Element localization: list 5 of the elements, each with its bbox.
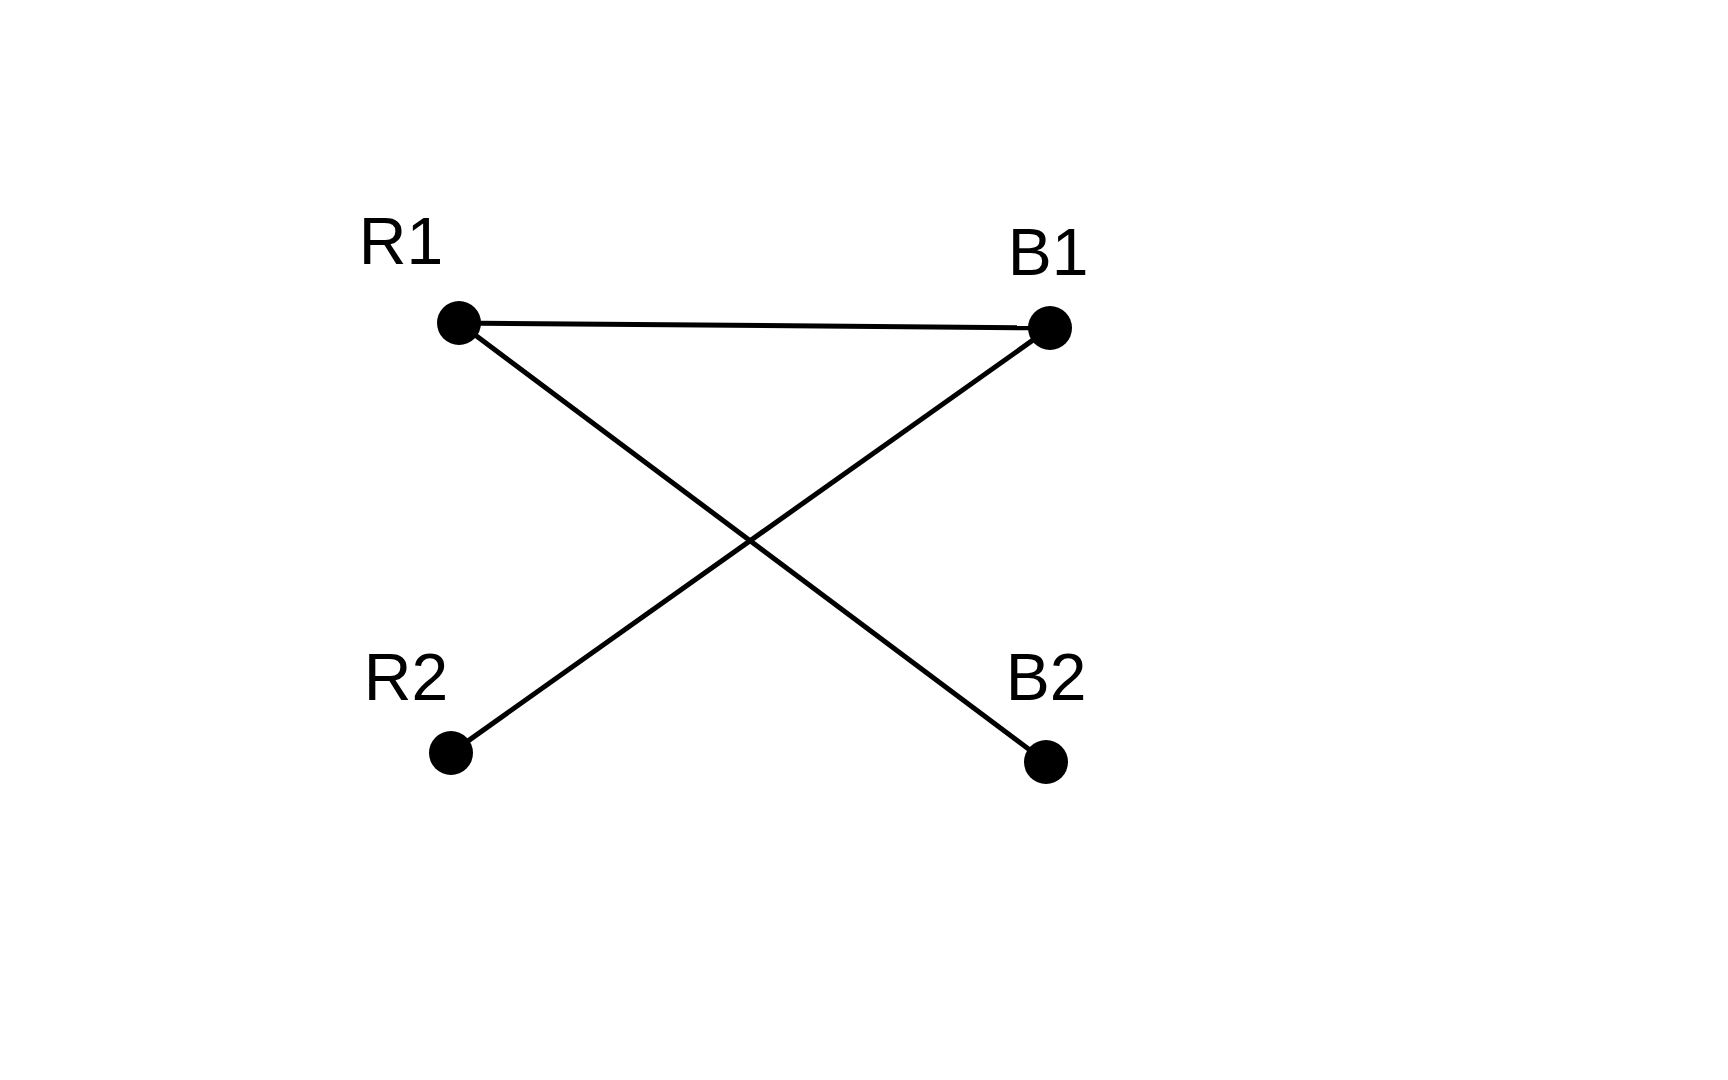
- vertex-label: B1: [1007, 219, 1089, 286]
- vertex-label: R1: [358, 208, 444, 275]
- edge-line: [479, 320, 1030, 331]
- vertex-label: B2: [1005, 644, 1087, 711]
- vertex-label: R2: [363, 644, 449, 711]
